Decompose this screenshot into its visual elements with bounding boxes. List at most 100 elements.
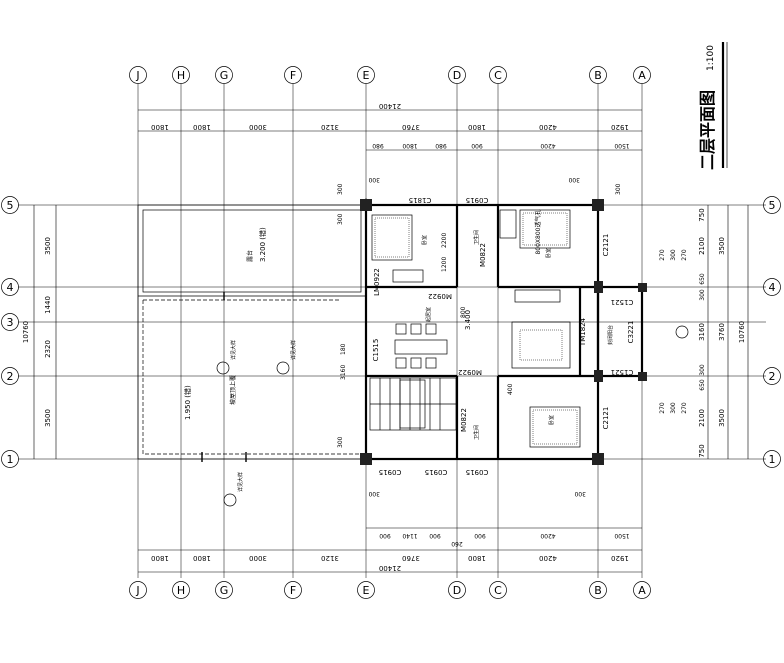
grid-label: 1 [7,453,14,466]
window-label: C1515 [372,339,380,362]
dim-label: 3760 [718,323,726,341]
svg-text:800: 800 [460,306,467,318]
dim-label: 300 [670,402,677,414]
dim-label: 750 [698,208,706,221]
grid-label: C [494,69,502,82]
dim-label: 3120 [321,123,339,131]
room-label-bedroom: 卧室 [548,415,555,425]
grid-label: 4 [7,281,14,294]
bed-top-right [499,209,571,249]
dim-label: 300 [670,249,677,261]
title-scale: 1:100 [706,45,716,71]
dim-label: 1800 [468,123,486,131]
svg-text:300: 300 [337,183,344,195]
dim-label: 3500 [718,409,726,427]
dim-label: 1140 [402,532,417,539]
svg-text:2200: 2200 [441,233,448,248]
title-main: 二层平面图 [698,90,717,170]
dim-label: 10760 [22,321,30,343]
window-label: C1815 [409,196,432,204]
svg-text:300: 300 [568,176,580,183]
elevation-living: 3.400 [464,310,472,330]
grid-bubbles-bottom: J H G F E D C B A [129,581,651,599]
dim-label: 3000 [249,554,267,562]
dim-label: 3000 [249,123,267,131]
window-label: C1521 [611,368,634,376]
grid-label: C [494,584,502,597]
column [360,453,372,465]
grid-label: F [290,69,296,82]
detail-note: 详见大样 [290,340,297,360]
grid-label: A [638,584,646,597]
dim-label: 3760 [402,554,420,562]
door-label: TM1824 [579,317,587,347]
dim-label: 4200 [539,554,557,562]
grid-label: J [135,584,139,597]
dim-label: 10760 [738,321,746,343]
dim-label: 3500 [718,237,726,255]
dim-label: 3500 [44,237,52,255]
detail-callouts: 详见大样 详见大样 详见大样 [216,325,689,507]
dim-label: 270 [659,249,666,261]
door-label: M0822 [479,243,487,267]
bed-top-left [371,214,424,283]
grid-label: 5 [7,199,14,212]
dim-label: 1800 [468,554,486,562]
right-dimensions: 750 2100 650 300 3160 300 650 2100 750 3… [659,205,749,459]
svg-text:300: 300 [337,436,344,448]
dim-label: 1500 [614,142,629,149]
svg-text:300: 300 [615,183,622,195]
column [594,281,603,293]
special-label: 800X800透气孔 [534,209,542,254]
grid-label: J [135,69,139,82]
room-label-bathroom: 卫生间 [473,425,480,440]
dim-label: 1920 [611,554,629,562]
dim-label: 980 [435,142,447,149]
window-label: C0915 [466,468,489,476]
dim-label: 900 [429,532,441,539]
bottom-dimensions: 900 1140 900 900 4200 1500 260 1800 1800… [138,527,642,573]
grid-label: 5 [769,199,776,212]
grid-label: G [220,69,229,82]
grid-label: 2 [769,370,776,383]
dim-label: 1440 [44,296,52,314]
grid-label: D [453,584,461,597]
dim-label: 300 [699,289,706,301]
window-label: C0915 [425,468,448,476]
detail-note: 详见大样 [230,340,237,360]
svg-text:1200: 1200 [441,257,448,272]
room-label-bathroom: 卫生间 [473,230,480,245]
window-label: C0915 [379,468,402,476]
dim-label: 270 [681,249,688,261]
dim-label: 21400 [379,564,401,572]
grid-label: H [177,584,185,597]
grid-label: B [594,69,602,82]
svg-text:300: 300 [368,176,380,183]
detail-note: 详见大样 [237,472,244,492]
grid-label: 3 [7,316,14,329]
room-label-terrace: 露台 [246,250,254,262]
dim-label: 650 [699,379,706,391]
opening-labels: C1815 C0915 C2121 C1521 C3221 C1521 C212… [372,196,635,476]
column [638,372,647,381]
dim-label: 750 [698,444,706,457]
grid-label: E [363,69,370,82]
dim-label: 2100 [698,409,706,427]
dim-label: 900 [471,142,483,149]
dim-label: 3760 [402,123,420,131]
elevation-roof: 1.950 (错) [183,385,192,420]
dim-label: 1800 [151,554,169,562]
window-label: C1521 [611,298,634,306]
svg-text:300: 300 [574,490,586,497]
grid-bubbles-top: J H G F E D C B A [129,66,651,84]
column [594,370,603,382]
column [592,453,604,465]
dim-label: 1920 [611,123,629,131]
dim-label: 270 [659,402,666,414]
elevation-terrace: 3.200 (错) [258,227,267,262]
dim-label: 3120 [321,554,339,562]
dim-label: 900 [379,532,391,539]
room-label-bedroom: 卧室 [421,235,428,245]
